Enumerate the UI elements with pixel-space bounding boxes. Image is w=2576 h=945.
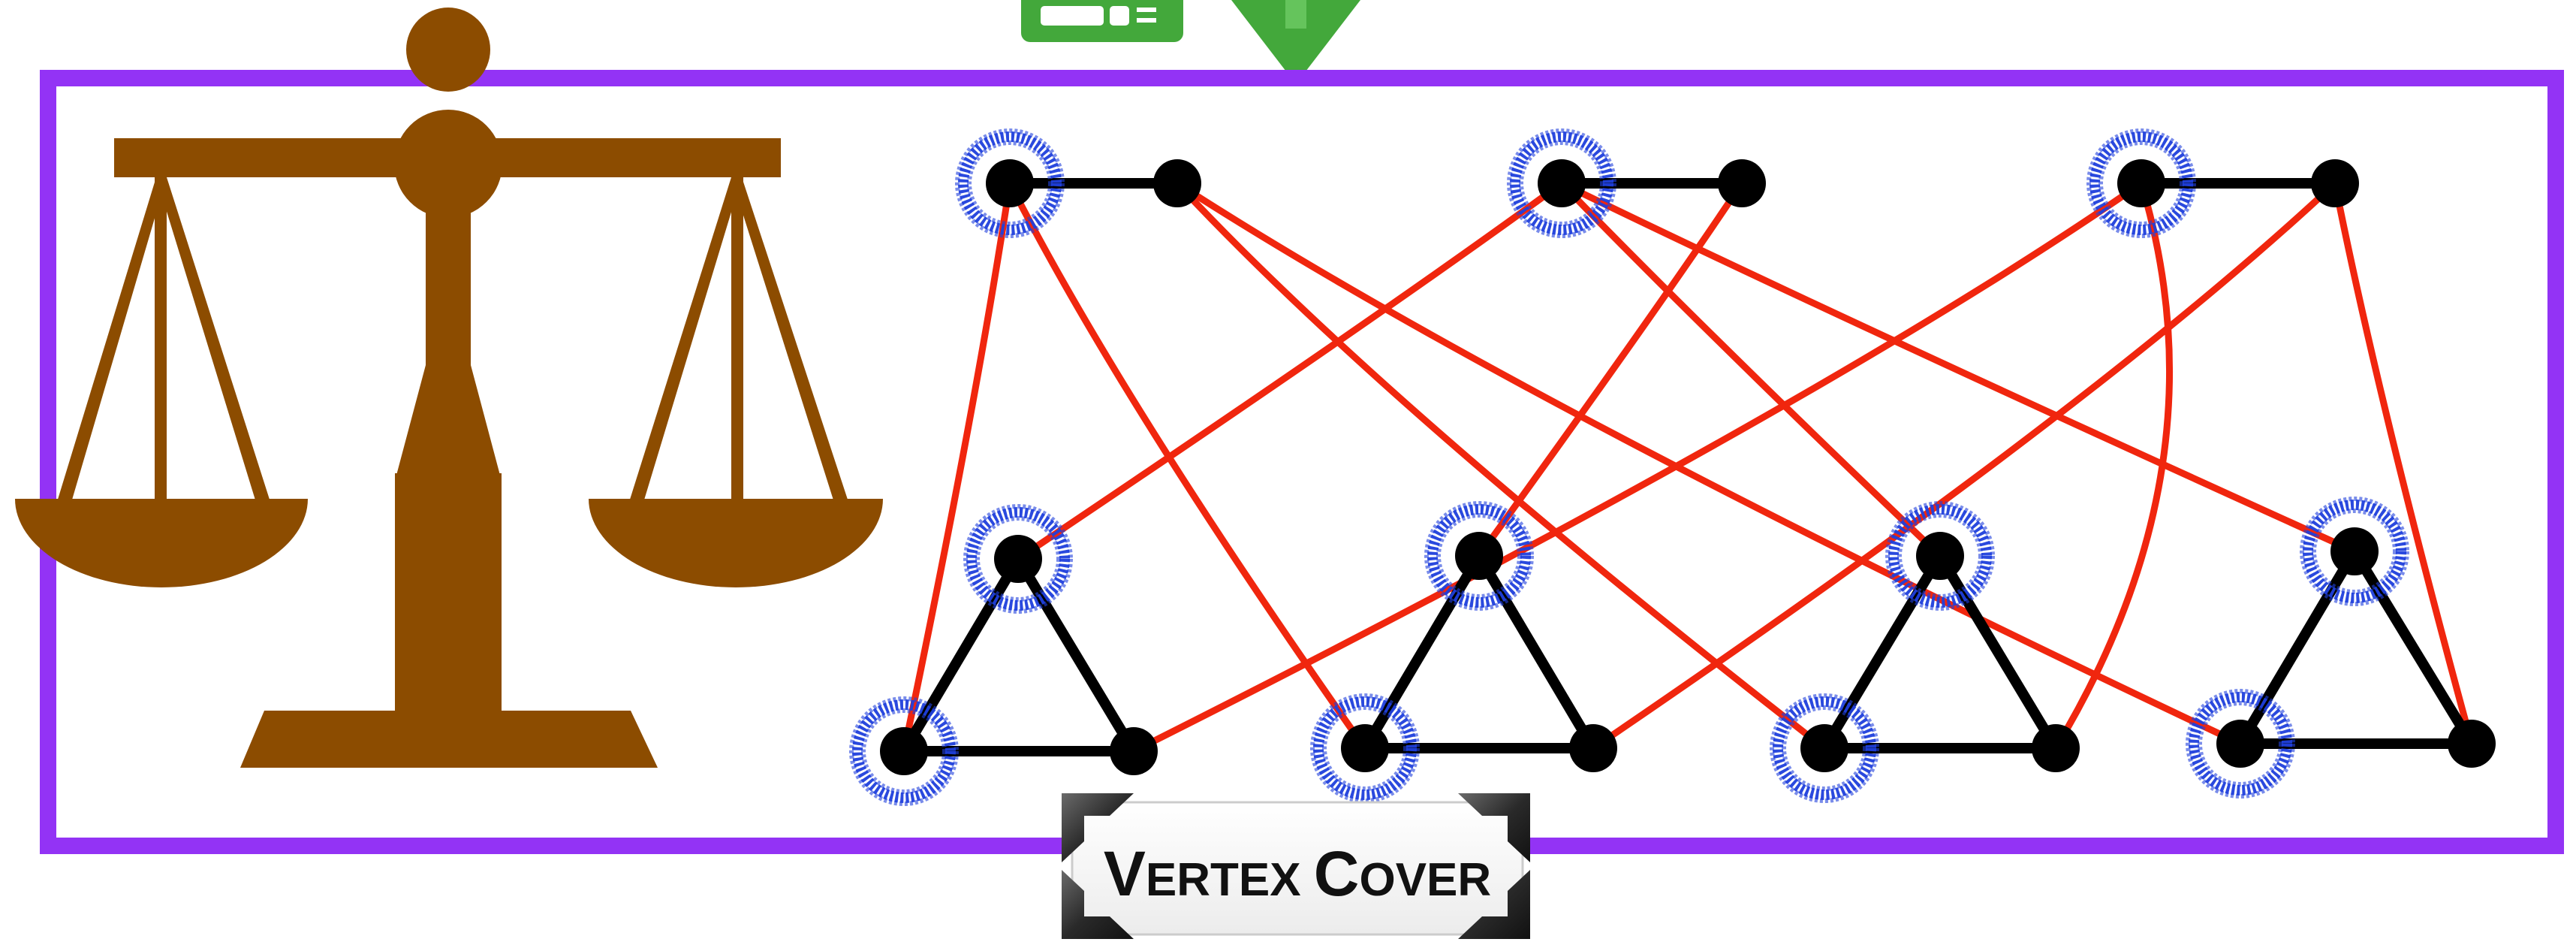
cover-ring	[1897, 513, 1983, 599]
black-edge	[2349, 546, 2477, 749]
cover-ring	[2312, 509, 2397, 594]
red-edge	[1006, 181, 1368, 750]
red-edges	[900, 180, 2475, 755]
cover-ring	[2098, 140, 2184, 226]
cover-ring	[849, 696, 959, 806]
graph-vertex	[1455, 532, 1503, 580]
black-edge	[1474, 551, 1598, 753]
cover-ring	[2086, 128, 2196, 238]
cover-ring	[2186, 689, 2295, 799]
black-edges	[899, 178, 2477, 756]
graph-vertex	[2117, 159, 2165, 207]
label-word1-initial: V	[1104, 838, 1146, 909]
cover-ring	[967, 140, 1053, 226]
cover-ring	[1888, 504, 1992, 608]
cover-ring	[1510, 131, 1613, 235]
graph-vertex	[1153, 159, 1201, 207]
red-edge	[1591, 180, 2338, 751]
cover-ring	[1322, 705, 1408, 791]
green-down-arrow-icon	[1231, 0, 1360, 84]
graph-vertex	[2448, 720, 2496, 768]
label-word2-rest: OVER	[1359, 854, 1491, 906]
black-edge	[899, 554, 1023, 756]
red-edge	[1174, 180, 1827, 751]
red-edge	[2053, 182, 2174, 750]
black-edge	[1819, 551, 1945, 753]
cover-ring	[2189, 692, 2292, 796]
cover-ring	[1519, 140, 1604, 226]
corner-bracket-icons	[1062, 793, 1530, 939]
red-edge	[1476, 181, 1745, 558]
red-edge	[1131, 180, 2144, 755]
green-badge-icon	[1021, 0, 1183, 42]
graph-vertex	[880, 727, 928, 775]
cover-ring	[1885, 501, 1995, 611]
cover-ring	[2198, 701, 2283, 786]
cover-ring	[1310, 693, 1420, 803]
cover-ring	[852, 699, 956, 803]
graph-vertex	[1569, 724, 1617, 772]
graph-vertex	[1538, 159, 1586, 207]
cover-ring	[2303, 500, 2406, 603]
cover-rings	[849, 128, 2409, 806]
graph-vertex	[1916, 532, 1964, 580]
cover-ring	[975, 516, 1061, 602]
red-edge	[1559, 180, 1943, 559]
graph-vertex	[2330, 527, 2379, 575]
black-edge	[1360, 551, 1484, 753]
red-edge	[900, 183, 1014, 752]
cover-ring	[1773, 696, 1876, 800]
black-edge	[1013, 554, 1139, 756]
cover-ring	[1782, 705, 1867, 791]
cover-ring	[955, 128, 1065, 238]
graph-vertex	[2032, 724, 2080, 772]
red-edge	[1175, 180, 2242, 747]
graph-vertex	[1800, 724, 1848, 772]
graph-vertex	[2216, 720, 2264, 768]
cover-ring	[1427, 504, 1531, 608]
red-edge	[1016, 180, 1564, 562]
cover-ring	[2089, 131, 2193, 235]
cover-ring	[958, 131, 1062, 235]
cover-ring	[1313, 696, 1417, 800]
black-edge	[2235, 546, 2360, 749]
svg-text:VERTEX COVER: VERTEX COVER	[1104, 838, 1491, 909]
graph-vertices	[880, 159, 2496, 775]
graph-vertex	[1110, 727, 1158, 775]
cover-ring	[966, 507, 1070, 611]
label-word1-rest: ERTEX	[1146, 854, 1301, 906]
cover-ring	[2300, 497, 2409, 606]
black-edge	[1935, 551, 2061, 753]
cover-ring	[1507, 128, 1616, 238]
cover-ring	[963, 504, 1073, 614]
cover-ring	[861, 708, 947, 794]
cover-ring	[1424, 501, 1534, 611]
scales-of-justice-icon	[15, 8, 883, 768]
cover-ring	[1436, 513, 1522, 599]
graph-vertex	[1718, 159, 1766, 207]
graph-vertex	[1341, 724, 1389, 772]
red-edge	[2331, 183, 2475, 745]
graph-vertex	[994, 535, 1042, 583]
label-word2-initial: C	[1314, 838, 1360, 909]
vertex-cover-label: VERTEX COVER	[1062, 793, 1530, 939]
graph-vertex	[986, 159, 1034, 207]
graph-vertex	[2311, 159, 2359, 207]
red-edge	[1560, 180, 2356, 555]
cover-ring	[1770, 693, 1879, 803]
